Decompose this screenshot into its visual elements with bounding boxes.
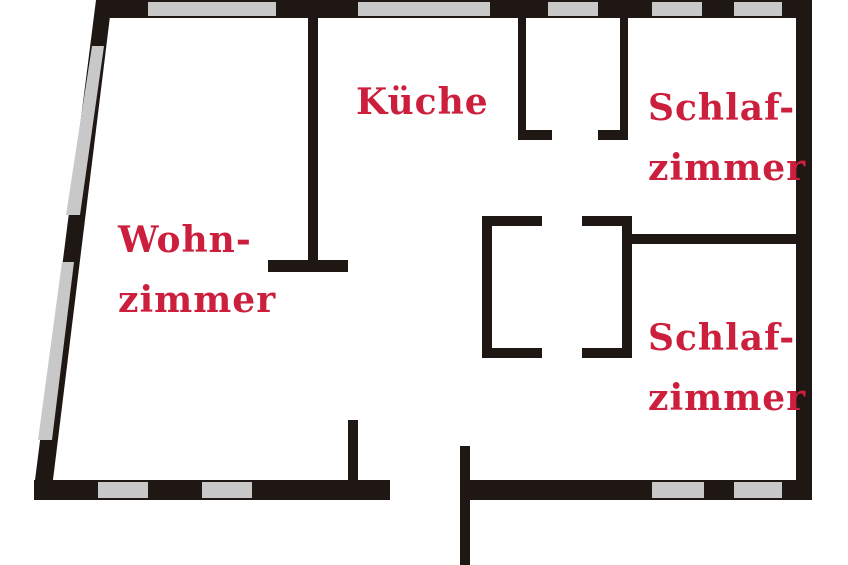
closet-mid-bottom-left bbox=[482, 348, 542, 358]
kitchen-label: Küche bbox=[356, 72, 489, 132]
bedroom-bottom-label: Schlaf- zimmer bbox=[648, 308, 806, 428]
closet-top-left bbox=[518, 14, 526, 140]
window-bottom-4 bbox=[734, 482, 782, 498]
window-top-2 bbox=[358, 2, 490, 16]
window-top-4 bbox=[652, 2, 702, 16]
window-top-3 bbox=[548, 2, 598, 16]
window-bottom-3 bbox=[652, 482, 704, 498]
closet-top-right bbox=[620, 14, 628, 140]
bedroom-top-label-line2: zimmer bbox=[648, 147, 807, 189]
living-room-label: Wohn- zimmer bbox=[118, 210, 276, 330]
right-wall bbox=[796, 0, 812, 500]
closet-top-left-foot bbox=[518, 130, 552, 140]
bedroom-top-label-line1: Schlaf- bbox=[648, 87, 796, 129]
entry-wall bbox=[460, 446, 470, 565]
windows bbox=[38, 2, 782, 498]
window-top-1 bbox=[148, 2, 276, 16]
closet-top-right-foot bbox=[598, 130, 628, 140]
living-kitchen-wall bbox=[308, 14, 318, 266]
closet-mid-top-left bbox=[482, 216, 542, 226]
window-left-lower bbox=[38, 262, 74, 440]
entry-stub-left bbox=[348, 420, 358, 484]
closet-mid-top-right bbox=[582, 216, 630, 226]
window-bottom-2 bbox=[202, 482, 252, 498]
closet-mid-bottom-right bbox=[582, 348, 632, 358]
bedroom-bottom-label-line2: zimmer bbox=[648, 377, 807, 419]
closet-mid-right bbox=[622, 216, 632, 358]
bedroom-top-label: Schlaf- zimmer bbox=[648, 78, 806, 198]
kitchen-label-line1: Küche bbox=[356, 81, 489, 123]
living-wall-tee bbox=[268, 260, 348, 272]
closet-mid-left bbox=[482, 216, 492, 358]
bedroom-bottom-label-line1: Schlaf- bbox=[648, 317, 796, 359]
bedroom-divider bbox=[628, 234, 808, 244]
bottom-wall-right bbox=[464, 480, 812, 500]
living-room-label-line1: Wohn- bbox=[118, 219, 252, 261]
window-left-upper bbox=[66, 46, 104, 215]
living-room-label-line2: zimmer bbox=[118, 279, 277, 321]
window-bottom-1 bbox=[98, 482, 148, 498]
window-top-5 bbox=[734, 2, 782, 16]
